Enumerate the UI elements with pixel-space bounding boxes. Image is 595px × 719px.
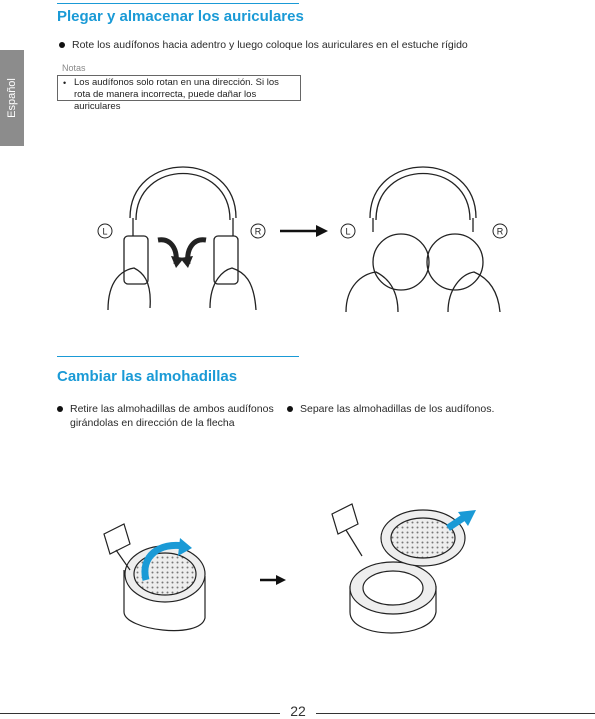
ear-cushion-illustration [103,503,476,634]
section1-bullet: Rote los audífonos hacia adentro y luego… [59,38,592,52]
section2-bullet-right: Separe las almohadillas de los audífonos… [287,402,560,416]
language-tab: Español [0,50,24,146]
notes-label: Notas [62,63,86,73]
right-label-1: R [255,227,262,237]
section2-rule [57,356,299,357]
footer-line-right [316,713,595,714]
right-label-2: R [497,227,504,237]
section2-bullet-left: Retire las almohadillas de ambos audífon… [57,402,285,430]
footer-line-left [0,713,280,714]
folding-headphones-illustration: L R L R [97,166,508,313]
section1-rule [57,3,299,4]
left-label-1: L [102,227,107,237]
language-tab-label: Español [6,78,18,118]
note-box: Los audífonos solo rotan en una direcció… [57,75,301,112]
page-number: 22 [290,703,306,719]
section1-title: Plegar y almacenar los auriculares [57,8,304,25]
left-label-2: L [345,227,350,237]
section2-title: Cambiar las almohadillas [57,368,238,385]
